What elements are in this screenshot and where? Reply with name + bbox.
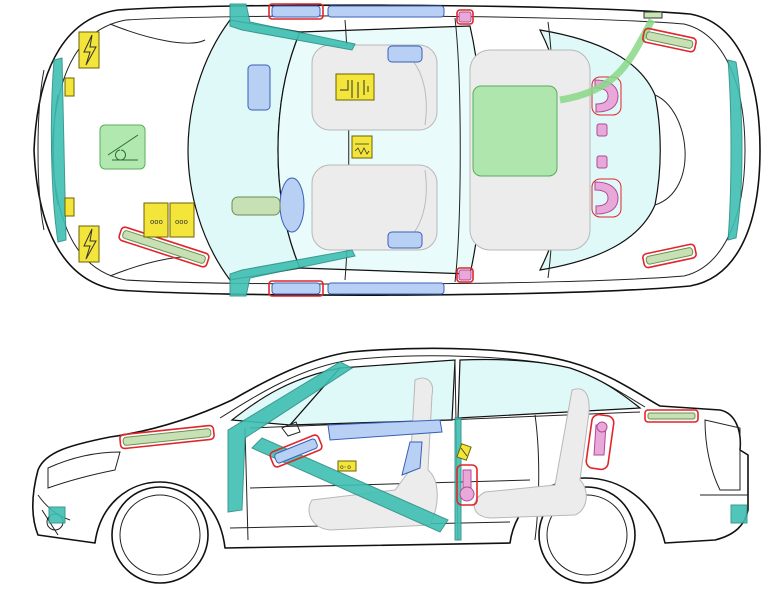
front-bumper-line xyxy=(37,69,45,231)
hood-contour xyxy=(109,23,206,44)
svg-text:o◦o: o◦o xyxy=(340,464,351,471)
rear-bumper-reinforcement xyxy=(727,59,743,241)
battery-icon: ooo ooo xyxy=(143,202,195,238)
gas-strut-rear-right xyxy=(642,243,697,269)
steering-wheel-airbag xyxy=(279,177,305,233)
side-view: o◦o xyxy=(31,347,749,584)
curtain-generator-left xyxy=(458,11,472,23)
steering-column-side xyxy=(269,434,323,468)
fuel-filler-cap xyxy=(643,11,663,19)
side-molding xyxy=(249,479,531,489)
curtain-frame-right xyxy=(268,280,324,297)
hood-strut-side xyxy=(119,424,215,450)
filler-hose xyxy=(559,18,656,104)
side-curtain-airbag xyxy=(327,419,443,441)
connector-icon xyxy=(456,443,472,461)
front-seat-side xyxy=(308,377,438,531)
curtain-frame-left xyxy=(268,3,324,20)
side-mirror xyxy=(281,421,301,437)
belt-pretensioner-rear-right xyxy=(594,181,619,215)
belt-pretensioner-frame-rl xyxy=(591,76,622,116)
door-split-rear xyxy=(454,17,461,283)
side-airbag-right xyxy=(387,231,423,249)
rear-sensor-right xyxy=(596,155,608,169)
b-pillar-reinforcement xyxy=(454,417,462,541)
front-door-airbag xyxy=(401,441,423,476)
rear-crash-box xyxy=(730,504,748,524)
side-airbag-left xyxy=(387,45,423,63)
curtain-airbag-left xyxy=(327,5,445,18)
front-door-line xyxy=(244,427,249,541)
hood-strut-front xyxy=(118,226,210,268)
fuse-icon xyxy=(351,135,373,159)
headlight xyxy=(47,451,121,489)
connector-icon xyxy=(64,77,75,97)
control-unit-icon xyxy=(335,73,375,101)
side-body-outline xyxy=(31,347,749,549)
connector-icon xyxy=(64,197,75,217)
trunk-strut-side xyxy=(644,409,699,423)
front-wheel xyxy=(111,486,209,584)
steering-column xyxy=(231,196,281,216)
control-unit-icon: o◦o xyxy=(337,460,357,472)
rear-seat-zone xyxy=(472,85,558,177)
curtain-gen-frame-left xyxy=(456,9,474,25)
a-pillar-reinforcement-left xyxy=(229,3,356,51)
front-crash-box xyxy=(48,506,66,524)
door-side-impact-bar xyxy=(251,437,449,533)
curtain-airbag-right xyxy=(327,282,445,295)
lightning-icon xyxy=(78,225,100,263)
belt-pretensioner-frame-rr xyxy=(591,178,622,218)
control-unit-icon xyxy=(99,124,146,170)
lightning-icon xyxy=(78,31,100,69)
belt-pretensioner-rear xyxy=(585,413,615,471)
dashboard-airbag xyxy=(247,64,271,111)
svg-text:ooo: ooo xyxy=(175,218,188,226)
side-a-pillar-reinforcement xyxy=(227,361,354,513)
front-seats-top xyxy=(311,44,438,251)
rear-side-window xyxy=(457,358,642,419)
svg-text:ooo: ooo xyxy=(150,218,163,226)
front-bumper-reinforcement xyxy=(50,57,67,243)
a-pillar-reinforcement-right xyxy=(229,249,356,297)
gas-strut-rear-left xyxy=(642,27,697,53)
taillight xyxy=(704,419,741,491)
rear-seat-side xyxy=(473,388,590,519)
front-seat-right xyxy=(311,164,438,251)
rear-door-line xyxy=(534,414,540,541)
trunk-lid xyxy=(654,94,686,206)
curtain-airbag-right-front xyxy=(271,282,321,295)
top-body-outline xyxy=(33,4,761,296)
curtain-airbag-left-front xyxy=(271,5,321,18)
curtain-generator-right xyxy=(458,269,472,281)
top-view: ooo ooo xyxy=(33,3,761,297)
belt-pretensioner-front xyxy=(456,464,478,506)
curtain-gen-frame-right xyxy=(456,267,474,283)
rear-sensor-left xyxy=(596,123,608,137)
